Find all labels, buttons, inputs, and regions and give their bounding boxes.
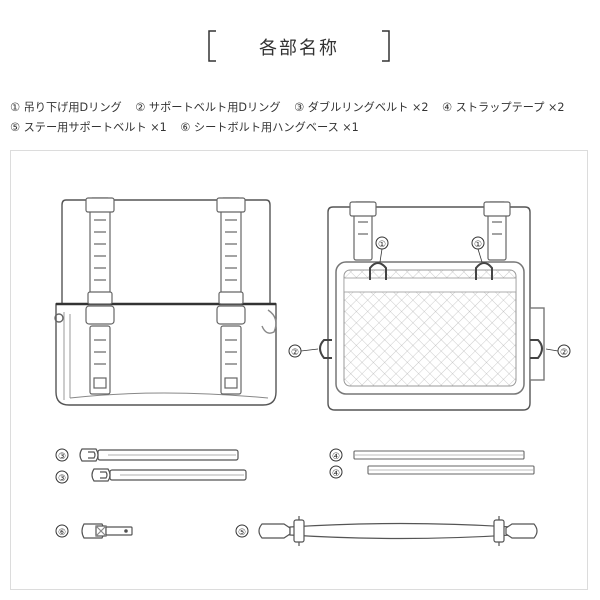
stay-support-belt bbox=[258, 516, 538, 546]
part-label: ダブルリングベルト ×2 bbox=[307, 101, 429, 114]
part-item-3: ③ ダブルリングベルト ×2 bbox=[294, 101, 428, 114]
part-item-1: ① 吊り下げ用Dリング bbox=[10, 101, 122, 114]
double-ring-belt-1 bbox=[79, 448, 239, 462]
callout-6: ⑥ bbox=[55, 524, 69, 538]
part-item-6: ⑥ シートボルト用ハングベース ×1 bbox=[180, 121, 359, 134]
callout-1-right: ① bbox=[471, 236, 485, 263]
parts-list: ① 吊り下げ用Dリング ② サポートベルト用Dリング ③ ダブルリングベルト ×… bbox=[10, 98, 595, 138]
d-ring-support-right bbox=[530, 339, 543, 359]
hang-base bbox=[81, 523, 133, 539]
callout-label: ③ bbox=[58, 474, 66, 484]
strap-tape-2 bbox=[367, 465, 535, 475]
double-ring-belt-2 bbox=[91, 468, 247, 482]
part-item-4: ④ ストラップテープ ×2 bbox=[442, 101, 564, 114]
callout-4-a: ④ bbox=[329, 448, 343, 462]
callout-2-right: ② bbox=[545, 344, 571, 358]
part-label: ステー用サポートベルト ×1 bbox=[23, 121, 167, 134]
part-number: ③ bbox=[294, 101, 305, 114]
part-label: ストラップテープ ×2 bbox=[455, 101, 565, 114]
callout-1-left: ① bbox=[375, 236, 389, 263]
callout-3-a: ③ bbox=[55, 448, 69, 462]
callout-3-b: ③ bbox=[55, 470, 69, 484]
title-brackets bbox=[208, 30, 390, 62]
part-label: 吊り下げ用Dリング bbox=[23, 101, 122, 114]
part-number: ④ bbox=[442, 101, 453, 114]
part-label: サポートベルト用Dリング bbox=[148, 101, 281, 114]
callout-4-b: ④ bbox=[329, 465, 343, 479]
diagram-frame bbox=[10, 150, 588, 590]
callout-label: ⑤ bbox=[238, 528, 246, 538]
callout-label: ③ bbox=[58, 452, 66, 462]
part-item-2: ② サポートベルト用Dリング bbox=[135, 101, 280, 114]
part-number: ① bbox=[10, 101, 21, 114]
part-number: ② bbox=[135, 101, 146, 114]
front-strap-left bbox=[85, 197, 115, 395]
callout-label: ④ bbox=[332, 469, 340, 479]
callout-label: ⑥ bbox=[58, 528, 66, 538]
back-mesh-panel bbox=[335, 261, 525, 395]
title-block: 各部名称 bbox=[208, 30, 390, 62]
callout-label: ④ bbox=[332, 452, 340, 462]
d-ring-hang-left bbox=[369, 262, 387, 280]
page-title: 各部名称 bbox=[259, 38, 339, 59]
back-top-strap-left bbox=[349, 201, 377, 261]
callout-5: ⑤ bbox=[235, 524, 249, 538]
d-ring-hang-right bbox=[475, 262, 493, 280]
part-number: ⑤ bbox=[10, 121, 21, 134]
callout-label: ① bbox=[474, 240, 482, 250]
callout-label: ② bbox=[560, 348, 568, 358]
part-label: シートボルト用ハングベース ×1 bbox=[193, 121, 359, 134]
strap-tape-1 bbox=[353, 450, 525, 460]
callout-2-left: ② bbox=[288, 344, 319, 358]
front-strap-right bbox=[216, 197, 246, 395]
part-number: ⑥ bbox=[180, 121, 191, 134]
callout-label: ① bbox=[378, 240, 386, 250]
callout-label: ② bbox=[291, 348, 299, 358]
back-top-strap-right bbox=[483, 201, 511, 261]
d-ring-support-left bbox=[319, 339, 332, 359]
part-item-5: ⑤ ステー用サポートベルト ×1 bbox=[10, 121, 167, 134]
